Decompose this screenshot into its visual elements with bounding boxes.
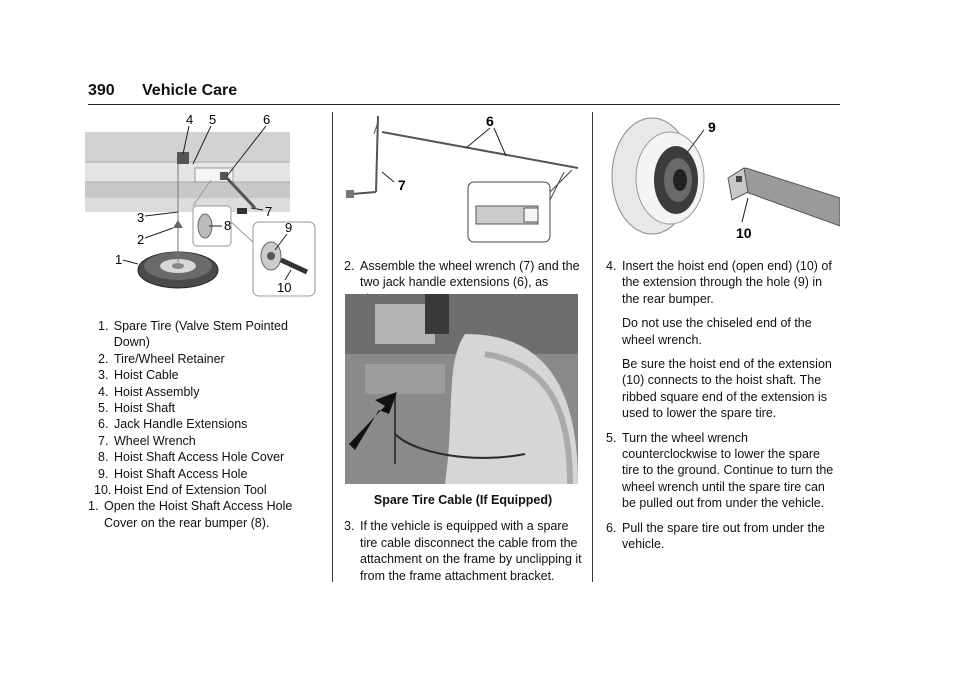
step-1: 1.Open the Hoist Shaft Access Hole Cover…	[88, 499, 293, 530]
legend-item: 8.Hoist Shaft Access Hole Cover	[98, 450, 285, 465]
step-2: 2.Assemble the wheel wrench (7) and the …	[344, 259, 580, 306]
step-3: 3.If the vehicle is equipped with a spar…	[344, 519, 582, 583]
callout-9: 9	[285, 220, 292, 235]
access-hole-extension-diagram: 9 10	[611, 117, 840, 241]
column-2-top: 2.Assemble the wheel wrench (7) and the …	[344, 258, 582, 307]
legend-item: 4.Hoist Assembly	[98, 384, 200, 399]
callout-4: 4	[186, 112, 193, 127]
column-divider	[592, 112, 593, 582]
callout-7: 7	[398, 177, 406, 193]
callout-3: 3	[137, 210, 144, 225]
page-number: 390	[88, 82, 115, 99]
step-5: 5.Turn the wheel wrench counterclockwise…	[606, 430, 834, 511]
column-2-bottom: Spare Tire Cable (If Equipped) 3.If the …	[344, 484, 582, 584]
column-1: 1.Spare Tire (Valve Stem Pointed Down) 2…	[88, 318, 324, 531]
callout-7: 7	[265, 204, 272, 219]
callout-10: 10	[736, 225, 752, 241]
section-title: Vehicle Care	[142, 82, 238, 99]
legend-item: 7.Wheel Wrench	[98, 433, 196, 448]
callout-9: 9	[708, 119, 716, 135]
page-header: 390 Vehicle Care	[88, 80, 840, 105]
step-4-note-1: Do not use the chiseled end of the wheel…	[622, 316, 812, 347]
spare-tire-cable-photo	[345, 294, 578, 484]
parts-legend: 1.Spare Tire (Valve Stem Pointed Down) 2…	[88, 318, 324, 498]
callout-10: 10	[277, 280, 291, 295]
legend-item: 1.Spare Tire (Valve Stem Pointed Down)	[98, 319, 288, 350]
step-6: 6.Pull the spare tire out from under the…	[606, 520, 825, 552]
callout-1: 1	[115, 252, 122, 267]
callout-6: 6	[486, 113, 494, 129]
step-4-note-2: Be sure the hoist end of the extension (…	[622, 357, 832, 421]
legend-item: 5.Hoist Shaft	[98, 401, 176, 416]
callout-6: 6	[263, 112, 270, 127]
legend-item: 3.Hoist Cable	[98, 368, 179, 383]
legend-item: 9.Hoist Shaft Access Hole	[98, 466, 248, 481]
callout-2: 2	[137, 232, 144, 247]
wheel-wrench-extensions-diagram: 6 7	[346, 113, 579, 243]
callout-5: 5	[209, 112, 216, 127]
legend-item: 10.Hoist End of Extension Tool	[94, 483, 267, 498]
step-4: 4.Insert the hoist end (open end) (10) o…	[606, 259, 832, 306]
column-3: 4.Insert the hoist end (open end) (10) o…	[606, 258, 840, 553]
legend-item: 2.Tire/Wheel Retainer	[98, 351, 225, 366]
callout-8: 8	[224, 218, 231, 233]
legend-item: 6.Jack Handle Extensions	[98, 417, 248, 432]
photo-caption: Spare Tire Cable (If Equipped)	[373, 493, 553, 507]
spare-tire-hoist-diagram: 4 5 6 7 3 8 2 9 1 10	[85, 112, 316, 297]
column-divider	[332, 112, 333, 582]
